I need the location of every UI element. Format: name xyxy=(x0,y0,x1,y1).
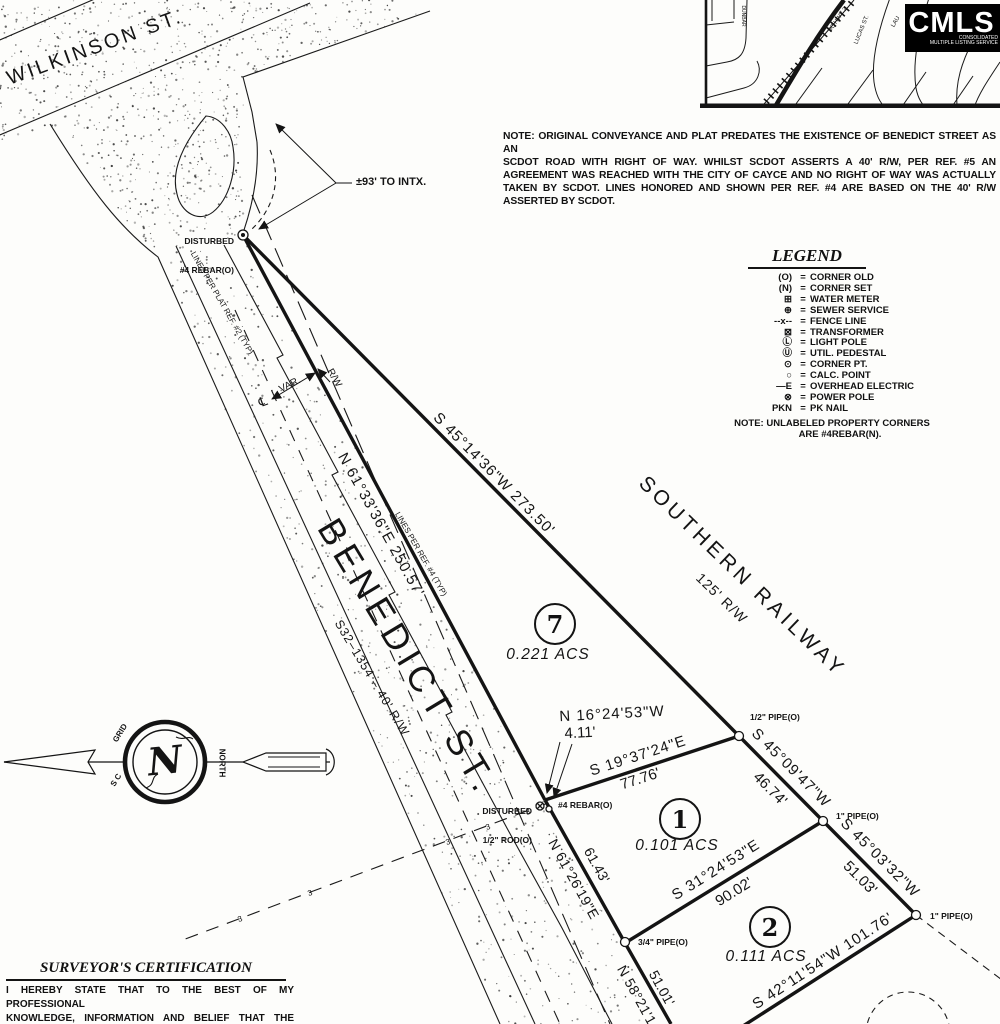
note-line: ASSERTED BY SCDOT. xyxy=(503,196,615,207)
line-61-43-51-01 xyxy=(543,799,673,1024)
power-pole-icon: ⊗ xyxy=(784,391,792,403)
legend-item: ⊗=POWER POLE xyxy=(740,391,940,404)
rebar-symbol xyxy=(545,805,553,813)
line-77-76 xyxy=(544,734,740,802)
compass-inner-ring xyxy=(132,729,198,795)
note-line: TAKEN BY SCDOT. LINES HONORED AND SHOWN … xyxy=(503,183,996,194)
three-quarter-pipe-label: 3/4" PIPE(O) xyxy=(638,937,688,947)
var-dimension-arrow xyxy=(271,372,316,400)
calc-point-icon: ○ xyxy=(786,370,792,382)
lot-1-circle: 1 xyxy=(659,798,701,840)
scdot-note: NOTE: ORIGINAL CONVEYANCE AND PLAT PREDA… xyxy=(503,130,996,208)
legend-item: ⊕=SEWER SERVICE xyxy=(740,304,940,317)
note-line: AGREEMENT WAS REACHED WITH THE CITY OF C… xyxy=(503,170,996,181)
north-arrow-tail xyxy=(241,752,327,772)
certification-line: I HEREBY STATE THAT TO THE BEST OF MY PR… xyxy=(6,985,294,1010)
lot-2-number: 2 xyxy=(761,912,779,942)
sewer-service-icon: ⊕ xyxy=(784,304,792,316)
corner-old-icon: (O) xyxy=(778,272,792,283)
half-pipe-symbol xyxy=(733,730,745,742)
legend-note-2: ARE #4REBAR(N). xyxy=(798,428,882,440)
disturbed-rebar-label: DISTURBED #4 REBAR(O) xyxy=(179,236,234,275)
util-pedestal-icon: Ⓤ xyxy=(782,348,792,360)
vicinity-map xyxy=(700,0,1000,108)
light-pole-icon: Ⓛ xyxy=(782,337,792,349)
pk-nail-icon: PKN xyxy=(771,402,792,414)
lot-7-circle: 7 xyxy=(534,603,576,645)
water-meter-icon: ⊞ xyxy=(784,293,792,305)
compass-letter-n: N xyxy=(145,736,185,785)
cmls-logo-sub1: CONSOLIDATED xyxy=(958,34,998,41)
north-arrow-head xyxy=(3,749,97,775)
one-pipe-symbol-b xyxy=(910,909,922,921)
cmls-logo: CMLS CONSOLIDATED MULTIPLE LISTING SERVI… xyxy=(905,4,1000,52)
road-centerline xyxy=(251,194,611,1024)
lot-2-area: 0.111 ACS xyxy=(725,948,807,965)
legend-item: ⊞=WATER METER xyxy=(740,293,940,306)
legend-item: ⊙=CORNER PT. xyxy=(740,359,940,371)
surveyors-certification: SURVEYOR'S CERTIFICATION I HEREBY STATE … xyxy=(6,960,294,1024)
transformer-icon: ⊠ xyxy=(784,326,792,338)
half-pipe-label: 1/2" PIPE(O) xyxy=(750,712,800,722)
railway-rw-dashed xyxy=(915,914,1000,980)
cmls-logo-text: CMLS xyxy=(908,6,995,39)
one-pipe-label-b: 1" PIPE(O) xyxy=(930,911,973,921)
corner-pt-icon: ⊙ xyxy=(784,359,792,371)
monument-symbols xyxy=(237,229,922,948)
inset-street-dunbar: DUNBAR xyxy=(740,5,746,27)
legend-item: —E=OVERHEAD ELECTRIC xyxy=(740,381,940,393)
legend-item: ○=CALC. POINT xyxy=(740,370,940,382)
lot-1-number: 1 xyxy=(671,804,689,834)
certification-title: SURVEYOR'S CERTIFICATION xyxy=(6,960,286,981)
legend-item: (N)=CORNER SET xyxy=(740,282,940,295)
intx-distance-label: ±93' TO INTX. xyxy=(356,176,427,188)
lot-1-area: 0.101 ACS xyxy=(635,837,719,854)
north-arrow-north-label: NORTH xyxy=(217,748,227,778)
line-46-74-51-03 xyxy=(737,734,918,917)
legend-item: --x--=FENCE LINE xyxy=(740,315,940,328)
overhead-electric-icon: —E xyxy=(776,381,792,393)
line-273-50 xyxy=(241,233,741,738)
road-stipple-texture xyxy=(0,0,641,1024)
legend-item: PKN=PK NAIL xyxy=(740,402,940,415)
legend-item: Ⓛ=LIGHT POLE xyxy=(740,338,940,349)
legend-item: (O)=CORNER OLD xyxy=(740,272,940,284)
legend-item: Ⓤ=UTIL. PEDESTAL xyxy=(740,348,940,360)
bearing-4-11-len: 4.11' xyxy=(564,723,596,743)
legend-title: LEGEND xyxy=(748,246,866,269)
road-lines xyxy=(0,0,613,1024)
rebar-o-label: #4 REBAR(O) xyxy=(558,800,613,810)
north-arrow xyxy=(3,719,335,805)
certification-line: KNOWLEDGE, INFORMATION AND BELIEF THAT T… xyxy=(6,1013,294,1024)
calc-point-circle xyxy=(866,991,950,1024)
legend-note-1: NOTE: UNLABELED PROPERTY CORNERS xyxy=(734,417,930,429)
line-101-76 xyxy=(742,913,917,1024)
lot-7-number: 7 xyxy=(546,609,564,639)
legend: LEGEND (O)=CORNER OLD (N)=CORNER SET ⊞=W… xyxy=(734,246,940,440)
note-line: NOTE: ORIGINAL CONVEYANCE AND PLAT PREDA… xyxy=(503,131,996,155)
disturbed-rod-label: DISTURBED 1/2" ROD(O) xyxy=(482,806,532,845)
legend-item: ⊠=TRANSFORMER xyxy=(740,326,940,339)
lot-7-area: 0.221 ACS xyxy=(506,646,590,663)
one-pipe-label-a: 1" PIPE(O) xyxy=(836,811,879,821)
one-pipe-symbol-a xyxy=(817,815,829,827)
corner-set-icon: (N) xyxy=(778,282,792,294)
compass-flourish xyxy=(145,736,194,789)
three-quarter-pipe-symbol xyxy=(619,936,631,948)
fence-line-icon: --x-- xyxy=(774,315,792,327)
line-90-02 xyxy=(624,819,824,945)
leader-lines xyxy=(258,123,573,798)
cmls-logo-sub2: MULTIPLE LISTING SERVICE xyxy=(929,40,998,46)
plat-ref2-line xyxy=(223,244,613,1024)
traffic-island-outline xyxy=(174,115,235,218)
line-250-57 xyxy=(241,234,547,801)
note-line: SCDOT ROAD WITH RIGHT OF WAY. WHILST SCD… xyxy=(503,157,996,168)
sc-hwy-2-road xyxy=(771,0,846,108)
property-lines xyxy=(241,233,918,1024)
lot-2-circle: 2 xyxy=(749,906,791,948)
